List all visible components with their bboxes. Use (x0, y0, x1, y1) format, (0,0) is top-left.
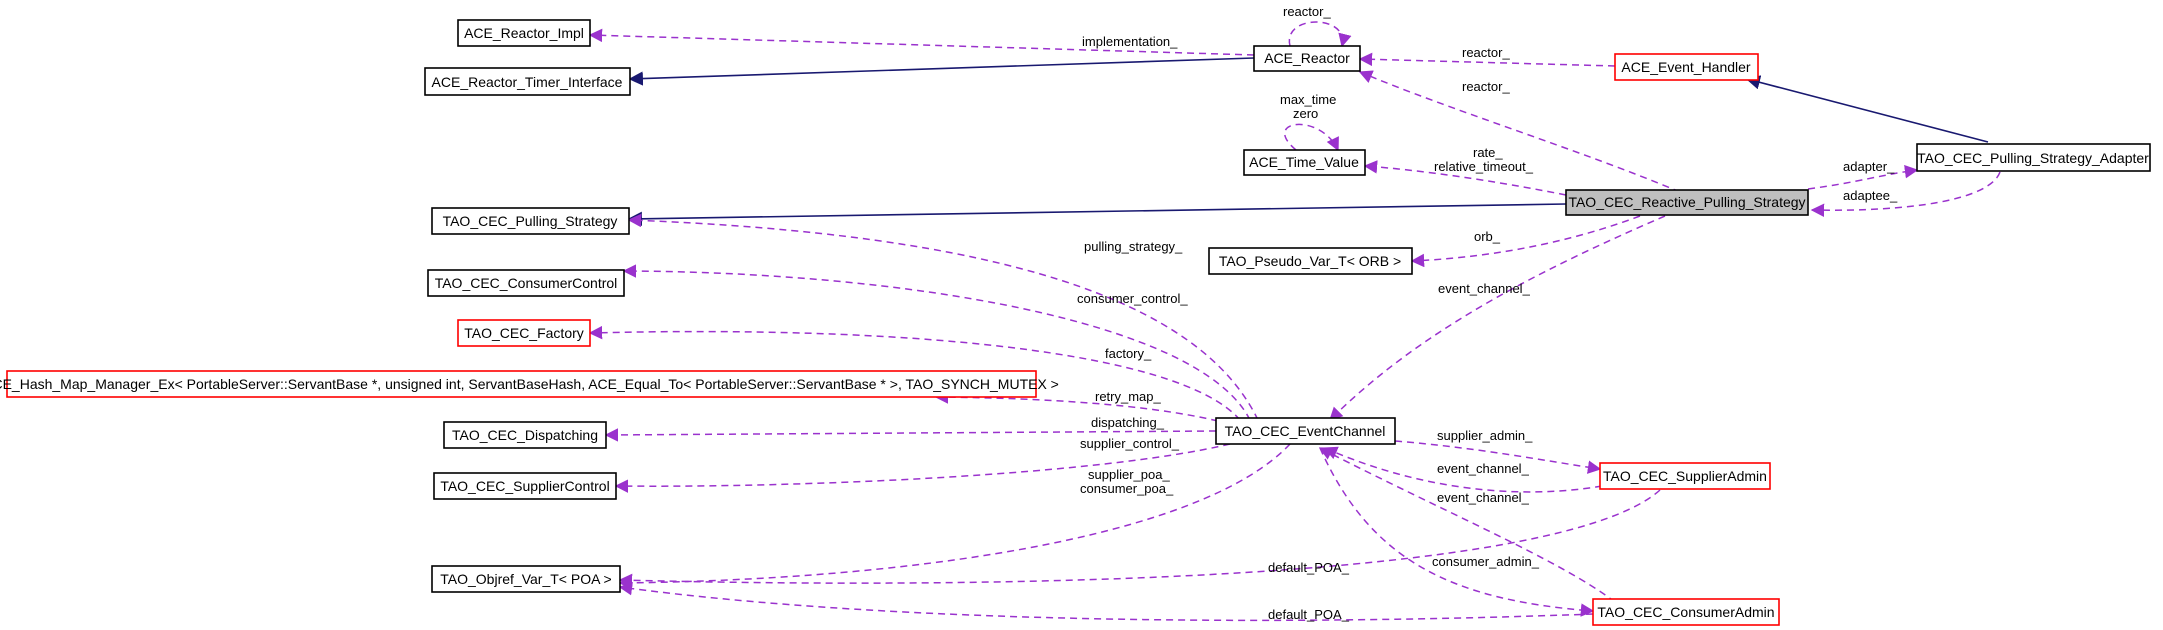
node-label: ACE_Reactor_Impl (464, 25, 584, 41)
edge-implementation (588, 28, 1255, 56)
label-relative-timeout: relative_timeout_ (1434, 159, 1534, 174)
edge-time-self (1283, 123, 1339, 152)
node-label: TAO_CEC_Dispatching (452, 427, 598, 443)
label-implementation: implementation_ (1082, 34, 1178, 49)
label-orb: orb_ (1474, 229, 1501, 244)
edge-retry-map (934, 390, 1219, 422)
edge-reactor-from-reactive (1358, 70, 1681, 193)
node-tao-cec-reactive-pulling-strategy[interactable]: TAO_CEC_Reactive_Pulling_Strategy (1565, 189, 1809, 216)
node-tao-cec-factory[interactable]: TAO_CEC_Factory (457, 319, 591, 347)
label-time-zero: zero (1293, 106, 1318, 121)
label-rate: rate_ (1473, 145, 1503, 160)
node-ace-time-value[interactable]: ACE_Time_Value (1243, 149, 1366, 176)
node-label: TAO_CEC_ConsumerAdmin (1597, 604, 1774, 620)
label-time-max: max_time (1280, 92, 1336, 107)
edge-factory (588, 325, 1241, 421)
node-tao-cec-pulling-strategy[interactable]: TAO_CEC_Pulling_Strategy (431, 207, 630, 235)
node-tao-cec-consumercontrol[interactable]: TAO_CEC_ConsumerControl (427, 269, 625, 297)
label-event-channel-supplier: event_channel_ (1437, 461, 1530, 476)
node-label: ACE_Time_Value (1249, 154, 1359, 170)
label-supplier-admin: supplier_admin_ (1437, 428, 1533, 443)
node-ace-reactor[interactable]: ACE_Reactor (1253, 45, 1361, 72)
edge-consumer-admin (1319, 447, 1595, 617)
node-label: TAO_CEC_SupplierControl (440, 478, 609, 494)
edge-rate-timeout (1363, 160, 1567, 196)
label-adaptee: adaptee_ (1843, 188, 1898, 203)
node-label: TAO_CEC_Factory (464, 325, 584, 341)
node-label: ACE_Reactor (1264, 50, 1350, 66)
node-label: TAO_Pseudo_Var_T< ORB > (1219, 253, 1401, 269)
edge-supplier-consumer-poa (618, 443, 1291, 590)
node-tao-cec-dispatching[interactable]: TAO_CEC_Dispatching (443, 421, 607, 449)
edge-dispatching (604, 428, 1217, 442)
edge-reactor-self (1288, 21, 1352, 48)
edge-supplier-control (614, 443, 1231, 493)
edge-reactor-from-event-handler (1358, 52, 1616, 67)
edge-supplier-admin (1394, 440, 1602, 474)
node-label: ACE_Event_Handler (1621, 59, 1751, 75)
node-label: TAO_CEC_Reactive_Pulling_Strategy (1568, 194, 1805, 210)
label-event-channel-consumer: event_channel_ (1437, 490, 1530, 505)
node-ace-event-handler[interactable]: ACE_Event_Handler (1614, 53, 1759, 81)
node-ace-hash-map-manager-ex[interactable]: ACE_Hash_Map_Manager_Ex< PortableServer:… (0, 370, 1059, 398)
edge-consumer-control (622, 264, 1251, 421)
node-label: TAO_CEC_Pulling_Strategy_Adapter (1917, 150, 2149, 166)
node-label: TAO_CEC_Pulling_Strategy (443, 213, 618, 229)
inherit-edge-reactor-to-timer-interface (628, 57, 1255, 86)
label-reactor-self: reactor_ (1283, 4, 1331, 19)
edge-event-channel-from-supplier-admin (1323, 446, 1603, 493)
label-pulling-strategy: pulling_strategy_ (1084, 239, 1183, 254)
label-consumer-control: consumer_control_ (1077, 291, 1188, 306)
node-label: ACE_Hash_Map_Manager_Ex< PortableServer:… (0, 376, 1059, 392)
node-tao-cec-consumeradmin[interactable]: TAO_CEC_ConsumerAdmin (1592, 598, 1780, 626)
label-reactor-from-event-handler: reactor_ (1462, 45, 1510, 60)
node-label: TAO_CEC_SupplierAdmin (1603, 468, 1767, 484)
node-tao-cec-pulling-strategy-adapter[interactable]: TAO_CEC_Pulling_Strategy_Adapter (1916, 143, 2151, 172)
inherit-edge-adapter-to-event-handler (1745, 75, 1989, 143)
node-tao-pseudo-var-t-orb[interactable]: TAO_Pseudo_Var_T< ORB > (1208, 247, 1413, 275)
label-consumer-admin: consumer_admin_ (1432, 554, 1540, 569)
node-tao-cec-supplieradmin[interactable]: TAO_CEC_SupplierAdmin (1599, 462, 1771, 490)
label-factory: factory_ (1105, 346, 1152, 361)
label-default-poa-supplier: default_POA_ (1268, 560, 1350, 575)
node-tao-cec-suppliercontrol[interactable]: TAO_CEC_SupplierControl (433, 472, 617, 500)
label-supplier-control: supplier_control_ (1080, 436, 1180, 451)
inherit-edge-reactive-to-pulling-strategy (627, 203, 1567, 226)
label-retry-map: retry_map_ (1095, 389, 1162, 404)
node-tao-cec-eventchannel[interactable]: TAO_CEC_EventChannel (1215, 417, 1396, 445)
node-label: ACE_Reactor_Timer_Interface (432, 74, 623, 90)
label-reactor-from-reactive: reactor_ (1462, 79, 1510, 94)
label-supplier-poa: supplier_poa_ (1088, 467, 1170, 482)
node-ace-reactor-timer-interface[interactable]: ACE_Reactor_Timer_Interface (424, 67, 631, 96)
label-event-channel-reactive: event_channel_ (1438, 281, 1531, 296)
label-dispatching: dispatching_ (1091, 415, 1165, 430)
label-default-poa-consumer: default_POA_ (1268, 607, 1350, 622)
node-label: TAO_CEC_ConsumerControl (435, 275, 618, 291)
node-label: TAO_Objref_Var_T< POA > (440, 571, 611, 587)
edge-orb (1410, 215, 1641, 268)
node-label: TAO_CEC_EventChannel (1225, 423, 1386, 439)
label-consumer-poa: consumer_poa_ (1080, 481, 1174, 496)
node-tao-objref-var-t-poa[interactable]: TAO_Objref_Var_T< POA > (431, 565, 621, 593)
edge-event-channel-from-reactive (1329, 215, 1666, 421)
edge-adapter (1807, 164, 1919, 190)
edge-event-channel-from-consumer-admin (1318, 447, 1616, 603)
label-adapter: adapter_ (1843, 159, 1895, 174)
edge-adaptee (1810, 171, 2001, 217)
node-ace-reactor-impl[interactable]: ACE_Reactor_Impl (457, 19, 591, 47)
edge-default-poa-from-consumer-admin (618, 581, 1594, 622)
